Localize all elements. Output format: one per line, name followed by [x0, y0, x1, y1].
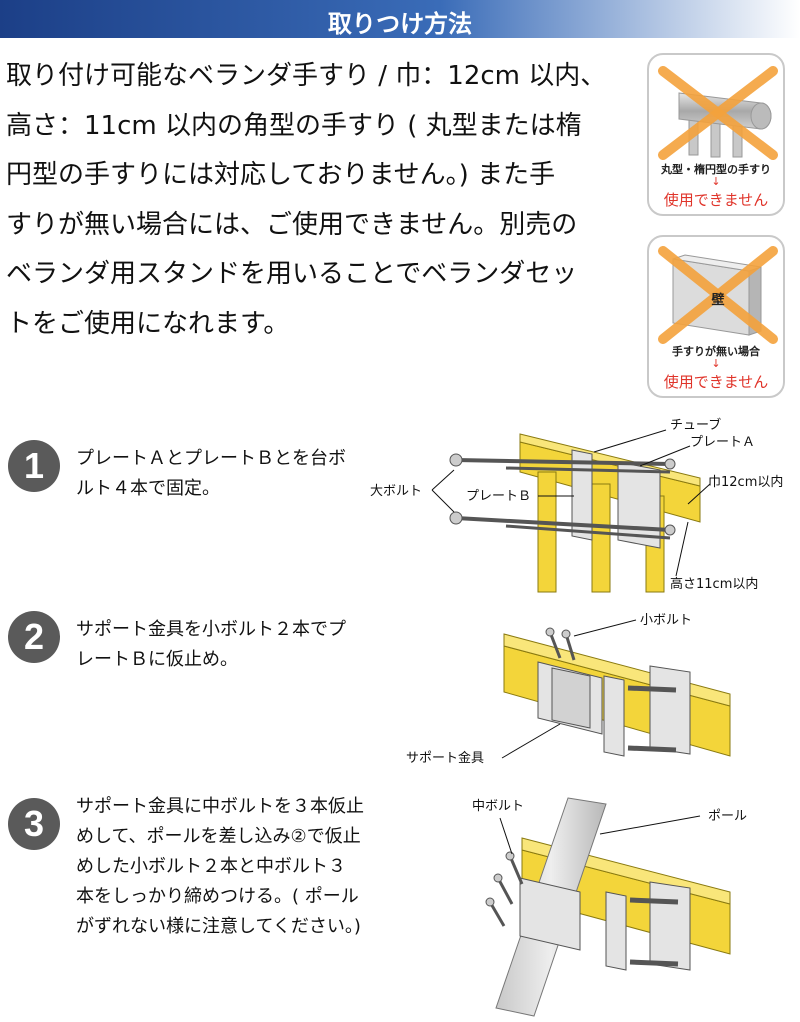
- intro-line: 取り付け可能なベランダ手すり / 巾：12cm 以内、: [6, 61, 607, 91]
- support-bracket-label: サポート金具: [406, 750, 484, 766]
- card-status: 使用できません: [663, 373, 769, 391]
- header-banner: [0, 0, 800, 38]
- round-rail-card: 丸型・楕円型の手すり ↓ 使用できません: [647, 53, 785, 216]
- step-2-diagram: 小ボルト サポート金具: [406, 613, 731, 766]
- intro-line: トをご使用になれます。: [6, 308, 290, 339]
- intro-line: 高さ：11cm 以内の角型の手すり ( 丸型または楕: [6, 110, 582, 141]
- step-line: めして、ポールを差し込み②で仮止: [76, 826, 361, 847]
- step-1-badge: 1: [8, 440, 60, 492]
- mid-bolt-label: 中ボルト: [472, 799, 524, 814]
- down-arrow-icon: ↓: [711, 175, 721, 188]
- page-title: 取りつけ方法: [327, 9, 473, 38]
- card-caption: 丸型・楕円型の手すり: [661, 163, 771, 176]
- step-2-badge: 2: [8, 611, 60, 663]
- step-1-diagram: 大ボルト プレートＢ チューブ プレートＡ 巾12cm以内 高さ11cm以内: [370, 417, 783, 593]
- intro-line: すりが無い場合には、ご使用できません。別売の: [6, 209, 578, 240]
- step-line: めした小ボルト２本と中ボルト３: [76, 856, 346, 877]
- no-rail-card: 壁 手すりが無い場合 ↓ 使用できません: [647, 235, 785, 398]
- step-line: プレートＡとプレートＢとを台ボ: [76, 448, 346, 469]
- card-status: 使用できません: [663, 191, 769, 209]
- wall-illustration: [658, 246, 778, 344]
- step-3-badge: 3: [8, 798, 60, 850]
- plate-a-label: プレートＡ: [690, 435, 755, 450]
- step-line: レートＢに仮止め。: [76, 649, 238, 670]
- step-line: 本をしっかり締めつける。( ポール: [76, 886, 359, 907]
- step-line: がずれない様に注意してください。): [76, 916, 361, 937]
- step-1-text: プレートＡとプレートＢとを台ボ ルト４本で固定。: [76, 444, 346, 504]
- step-line: サポート金具に中ボルトを３本仮止: [76, 796, 364, 817]
- height-limit-label: 高さ11cm以内: [670, 576, 758, 592]
- step-3-diagram: 中ボルト ポール: [472, 797, 747, 1017]
- down-arrow-icon: ↓: [711, 357, 721, 370]
- intro-line: ベランダ用スタンドを用いることでベランダセッ: [6, 259, 578, 289]
- round-rail-illustration: [658, 66, 778, 160]
- step-line: サポート金具を小ボルト２本でプ: [76, 619, 346, 640]
- wall-label: 壁: [711, 293, 725, 308]
- plate-b-label: プレートＢ: [466, 489, 531, 504]
- small-bolt-label: 小ボルト: [640, 613, 692, 628]
- intro-text: 取り付け可能なベランダ手すり / 巾：12cm 以内、 高さ：11cm 以内の角…: [6, 52, 626, 349]
- tube-label: チューブ: [670, 417, 721, 433]
- big-bolt-label: 大ボルト: [370, 484, 422, 499]
- intro-line: 円型の手すりには対応しておりません。) また手: [6, 160, 556, 190]
- step-line: ルト４本で固定。: [76, 478, 220, 499]
- width-limit-label: 巾12cm以内: [708, 474, 783, 490]
- step-3-text: サポート金具に中ボルトを３本仮止 めして、ポールを差し込み②で仮止 めした小ボル…: [76, 792, 364, 942]
- step-2-text: サポート金具を小ボルト２本でプ レートＢに仮止め。: [76, 615, 346, 675]
- pole-label: ポール: [708, 809, 747, 824]
- card-caption: 手すりが無い場合: [672, 345, 760, 358]
